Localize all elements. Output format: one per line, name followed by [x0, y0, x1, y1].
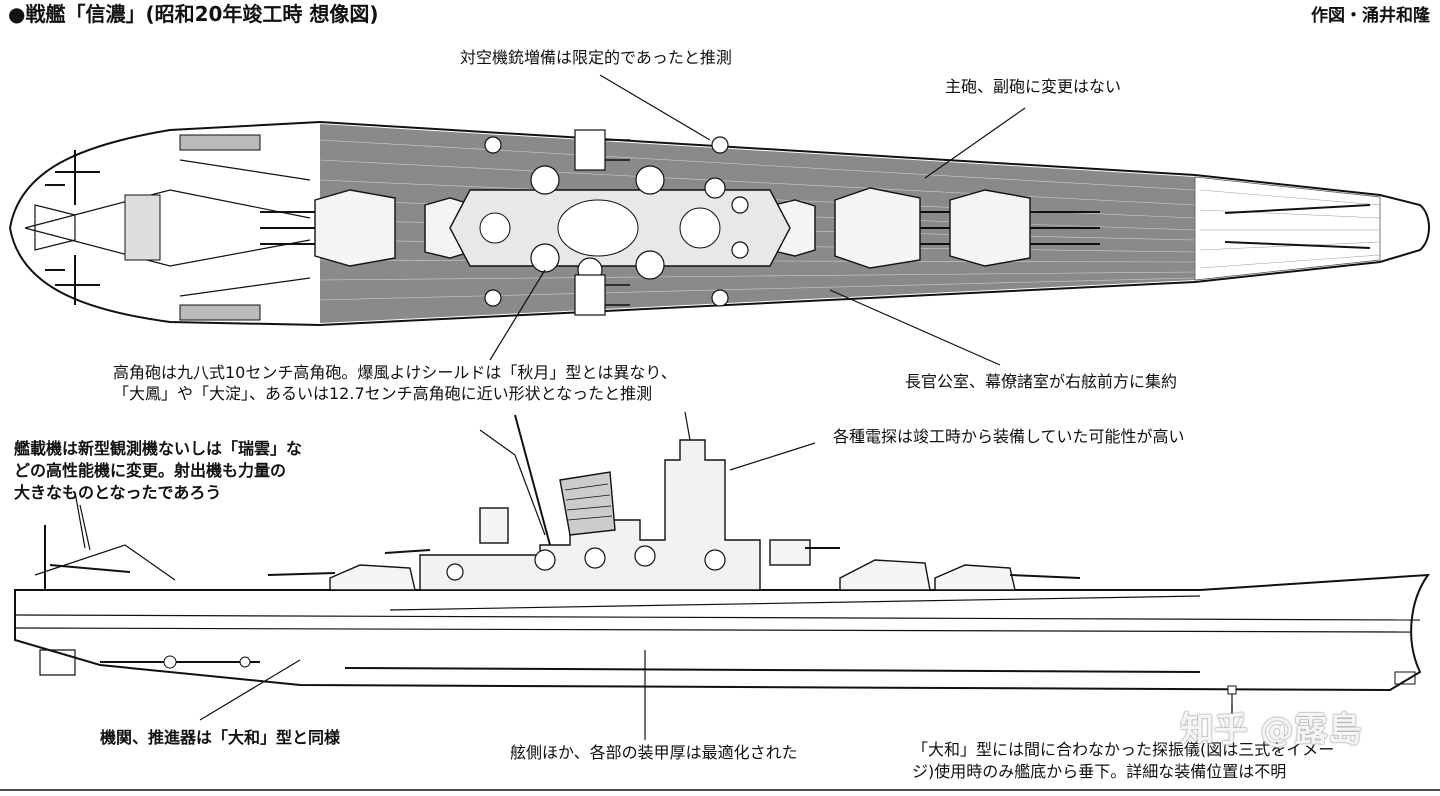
annotation-ha-guns-2: 「大鳳」や「大淀」、あるいは12.7センチ高角砲に近い形状となったと推測	[113, 384, 653, 403]
watermark: 知乎 @露島	[1180, 710, 1362, 750]
plan-view	[8, 74, 1430, 366]
annotation-engine: 機関、推進器は「大和」型と同様	[100, 728, 341, 747]
aircraft-plan-bottom	[45, 255, 100, 305]
drawing-author: 作図・涌井和隆	[1311, 6, 1430, 26]
annotation-aircraft-3: 大きなものとなったであろう	[14, 483, 222, 502]
aircraft-plan-top	[45, 150, 100, 205]
annotation-armor: 舷側ほか、各部の装甲厚は最適化された	[510, 743, 798, 762]
annotation-aircraft-2: どの高性能機に変更。射出機も力量の	[14, 461, 287, 480]
drawing-title: ●戦艦「信濃」(昭和20年竣工時 想像図)	[8, 2, 379, 26]
annotation-aa-guns: 対空機銃増備は限定的であったと推測	[460, 48, 732, 67]
annotation-officers-room: 長官公室、幕僚諸室が右舷前方に集約	[905, 372, 1178, 391]
annotation-radar: 各種電探は竣工時から装備していた可能性が高い	[833, 427, 1185, 446]
annotation-main-guns: 主砲、副砲に変更はない	[945, 77, 1122, 96]
annotation-aircraft-1: 艦載機は新型観測機ないしは「瑞雲」な	[14, 439, 303, 458]
annotation-sonar-2: ジ)使用時のみ艦底から垂下。詳細な装備位置は不明	[912, 762, 1287, 781]
annotation-ha-guns-1: 高角砲は九八式10センチ高角砲。爆風よけシールドは「秋月」型とは異なり、	[113, 363, 677, 382]
annotation-sonar-1: 「大和」型には間に合わなかった探振儀(図は三式をイメー	[912, 740, 1335, 759]
profile-view	[14, 411, 1431, 740]
